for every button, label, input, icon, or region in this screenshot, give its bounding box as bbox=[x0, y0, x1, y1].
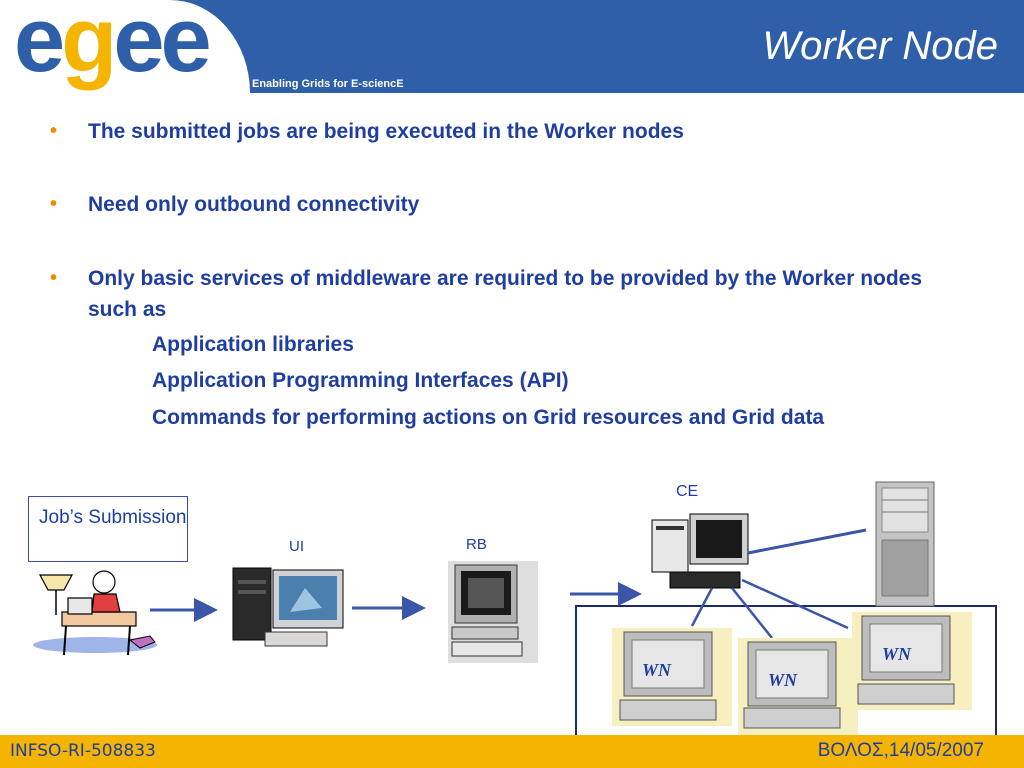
rb-label: RB bbox=[466, 536, 487, 553]
bullet-item: • Only basic services of middleware are … bbox=[50, 263, 950, 325]
bullet-text: Need only outbound connectivity bbox=[88, 193, 420, 216]
footer-bar: INFSO-RI-508833 ΒΟΛΟΣ,14/05/2007 bbox=[0, 735, 1024, 768]
bullet-dot-icon: • bbox=[50, 267, 58, 289]
bullet-item: • Need only outbound connectivity bbox=[50, 189, 950, 220]
rb-computer-icon bbox=[448, 561, 538, 663]
user-at-desk-icon bbox=[33, 570, 157, 656]
worker-node-icon: WN bbox=[612, 628, 732, 726]
footer-project-id: INFSO-RI-508833 bbox=[10, 741, 156, 761]
sub-item: Application libraries bbox=[152, 333, 354, 356]
worker-node-icon: WN bbox=[852, 612, 972, 710]
tagline: Enabling Grids for E-sciencE bbox=[252, 78, 404, 90]
bullet-dot-icon: • bbox=[50, 120, 58, 142]
job-submission-box: Job’s Submission bbox=[28, 496, 188, 562]
ui-label: UI bbox=[289, 538, 304, 555]
bullet-dot-icon: • bbox=[50, 193, 58, 215]
ce-wn2-link bbox=[731, 587, 773, 639]
logo-background bbox=[0, 0, 250, 93]
wn-label-1: WN bbox=[642, 660, 672, 680]
ce-server-link bbox=[747, 528, 867, 555]
egee-logo: egee bbox=[14, 0, 212, 91]
wn-label-2: WN bbox=[768, 670, 798, 690]
ce-computer-icon bbox=[651, 513, 749, 589]
ce-label: CE bbox=[676, 483, 699, 500]
worker-node-icon: WN bbox=[738, 638, 858, 736]
bullet-item: • The submitted jobs are being executed … bbox=[50, 116, 950, 147]
sub-item: Commands for performing actions on Grid … bbox=[152, 406, 825, 429]
wn-label-3: WN bbox=[882, 644, 912, 664]
sub-item: Application Programming Interfaces (API) bbox=[152, 369, 569, 392]
ui-computer-icon bbox=[232, 567, 344, 647]
ce-wn1-link bbox=[690, 587, 714, 627]
bullet-text: The submitted jobs are being executed in… bbox=[88, 120, 684, 143]
footer-location-date: ΒΟΛΟΣ,14/05/2007 bbox=[817, 740, 984, 761]
ce-wn3-link bbox=[741, 578, 849, 630]
bullet-text: Only basic services of middleware are re… bbox=[88, 267, 923, 321]
server-tower-icon bbox=[875, 481, 935, 607]
header-bar: egee Enabling Grids for E-sciencE Worker… bbox=[0, 0, 1024, 93]
slide-title: Worker Node bbox=[762, 24, 998, 68]
